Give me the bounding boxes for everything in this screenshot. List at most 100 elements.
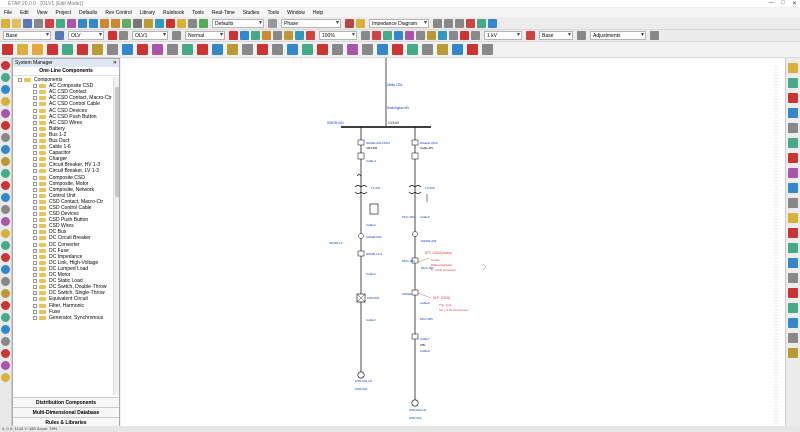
- tree-item[interactable]: CSD Control Cable: [13, 205, 113, 211]
- mode-fault-icon[interactable]: [1, 373, 10, 382]
- coord-icon[interactable]: [287, 44, 298, 55]
- control-icon[interactable]: [332, 44, 343, 55]
- mode-voltage-icon[interactable]: [1, 241, 10, 250]
- right-tool-icon-3[interactable]: [788, 108, 798, 118]
- tree-item[interactable]: Composite, Motor: [13, 181, 113, 187]
- mode-icon[interactable]: [356, 18, 365, 28]
- expand-icon[interactable]: [33, 206, 37, 211]
- left-motor[interactable]: [357, 371, 365, 379]
- check-icon[interactable]: [199, 18, 208, 28]
- menu-item-6[interactable]: Library: [139, 9, 156, 16]
- tree-item[interactable]: Control Unit: [13, 193, 113, 199]
- mode-star-icon[interactable]: [1, 145, 10, 154]
- arc-icon[interactable]: [372, 31, 381, 40]
- right-tool-icon-5[interactable]: [788, 138, 798, 148]
- mode-cable-icon[interactable]: [1, 205, 10, 214]
- tree-item[interactable]: AC CSD Push Button: [13, 114, 113, 120]
- defaults-combo[interactable]: Defaults: [212, 18, 264, 28]
- right-tool-icon-6[interactable]: [788, 153, 798, 163]
- menu-item-2[interactable]: View: [36, 9, 48, 16]
- layout-icon[interactable]: [433, 18, 442, 28]
- dc-icon[interactable]: [152, 44, 163, 55]
- panel-close-icon[interactable]: ✕: [112, 60, 117, 66]
- calc-icon[interactable]: [273, 31, 282, 40]
- zoom-in-icon[interactable]: [100, 18, 109, 28]
- tree-item[interactable]: Charger: [13, 156, 113, 162]
- mode-harmonic-icon[interactable]: [1, 121, 10, 130]
- expand-icon[interactable]: [33, 90, 37, 95]
- mode-battery-icon[interactable]: [1, 193, 10, 202]
- report-icon[interactable]: [422, 44, 433, 55]
- right-tool-icon-15[interactable]: [788, 288, 798, 298]
- alarm-icon[interactable]: [526, 31, 535, 40]
- right-cb-4[interactable]: [411, 289, 419, 296]
- panel-icon[interactable]: [317, 44, 328, 55]
- tree-item[interactable]: DC Static Load: [13, 278, 113, 284]
- expand-icon[interactable]: [33, 303, 37, 308]
- alert-icon[interactable]: [466, 18, 475, 28]
- network-icon[interactable]: [55, 31, 64, 40]
- optimal-power-icon[interactable]: [107, 44, 118, 55]
- tree-item[interactable]: Circuit Breaker, LV 1-3: [13, 168, 113, 174]
- expand-icon[interactable]: [33, 273, 37, 278]
- new-file-icon[interactable]: [1, 18, 10, 28]
- output-icon[interactable]: [295, 31, 304, 40]
- cable-pulling-icon[interactable]: [197, 44, 208, 55]
- expand-icon[interactable]: [33, 169, 37, 174]
- expand-icon[interactable]: [33, 199, 37, 204]
- contingency-icon[interactable]: [227, 44, 238, 55]
- fit-icon[interactable]: [122, 18, 131, 28]
- mode-reliability-icon[interactable]: [1, 157, 10, 166]
- tree-scrollbar[interactable]: [113, 77, 119, 395]
- minimize-button[interactable]: —: [768, 0, 775, 6]
- compare-icon[interactable]: [361, 31, 370, 40]
- mode-eq-icon[interactable]: [1, 361, 10, 370]
- tree-item[interactable]: CSD Devices: [13, 211, 113, 217]
- tree-item[interactable]: AC CSD Control Cable: [13, 101, 113, 107]
- harmonic-icon[interactable]: [62, 44, 73, 55]
- mode-motor-icon[interactable]: [1, 109, 10, 118]
- expand-icon[interactable]: [33, 126, 37, 131]
- expand-icon[interactable]: [33, 291, 37, 296]
- cable-icon[interactable]: [471, 31, 480, 40]
- right-tool-icon-12[interactable]: [788, 243, 798, 253]
- swing-icon[interactable]: [257, 44, 268, 55]
- star-icon[interactable]: [302, 44, 313, 55]
- amp-combo[interactable]: 1 kV: [484, 31, 522, 40]
- expand-icon[interactable]: [33, 108, 37, 113]
- tree-item[interactable]: AC CSD Contact: [13, 89, 113, 95]
- right-transformer-hv[interactable]: [408, 185, 422, 188]
- tree-item[interactable]: CSD Contact, Macro-Ctr: [13, 199, 113, 205]
- mode-short-circuit-icon[interactable]: [1, 85, 10, 94]
- load-icon[interactable]: [383, 31, 392, 40]
- right-tool-icon-9[interactable]: [788, 198, 798, 208]
- right-cb-5[interactable]: [411, 333, 419, 340]
- right-tool-icon-16[interactable]: [788, 303, 798, 313]
- tree-item[interactable]: AC CSD Wires: [13, 120, 113, 126]
- menu-item-7[interactable]: Rulebook: [163, 9, 185, 16]
- export-icon[interactable]: [477, 18, 486, 28]
- tree-item[interactable]: Bus Duct: [13, 138, 113, 144]
- tree-item[interactable]: DC Switch, Single-Throw: [13, 290, 113, 296]
- transient-icon[interactable]: [77, 44, 88, 55]
- right-breaker-1[interactable]: [411, 139, 419, 146]
- expand-icon[interactable]: [33, 181, 37, 186]
- copy-icon[interactable]: [56, 18, 65, 28]
- duty-icon[interactable]: [347, 44, 358, 55]
- scope-icon[interactable]: [452, 44, 463, 55]
- mode-control-icon[interactable]: [1, 265, 10, 274]
- text-icon[interactable]: [144, 18, 153, 28]
- paste-icon[interactable]: [67, 18, 76, 28]
- tree-item[interactable]: DC Circuit Breaker: [13, 235, 113, 241]
- left-transformer-hv[interactable]: [354, 185, 368, 188]
- rules-libraries-tab[interactable]: Rules & Libraries: [13, 417, 119, 427]
- load-shed-icon[interactable]: [407, 44, 418, 55]
- mode-contingency-icon[interactable]: [1, 229, 10, 238]
- expand-icon[interactable]: [33, 279, 37, 284]
- flash-icon[interactable]: [306, 31, 315, 40]
- phase-combo[interactable]: Phase: [281, 18, 341, 28]
- undo-icon[interactable]: [78, 18, 87, 28]
- mode-scope-icon[interactable]: [1, 349, 10, 358]
- menu-item-12[interactable]: Window: [287, 9, 305, 16]
- open-file-icon[interactable]: [12, 18, 21, 28]
